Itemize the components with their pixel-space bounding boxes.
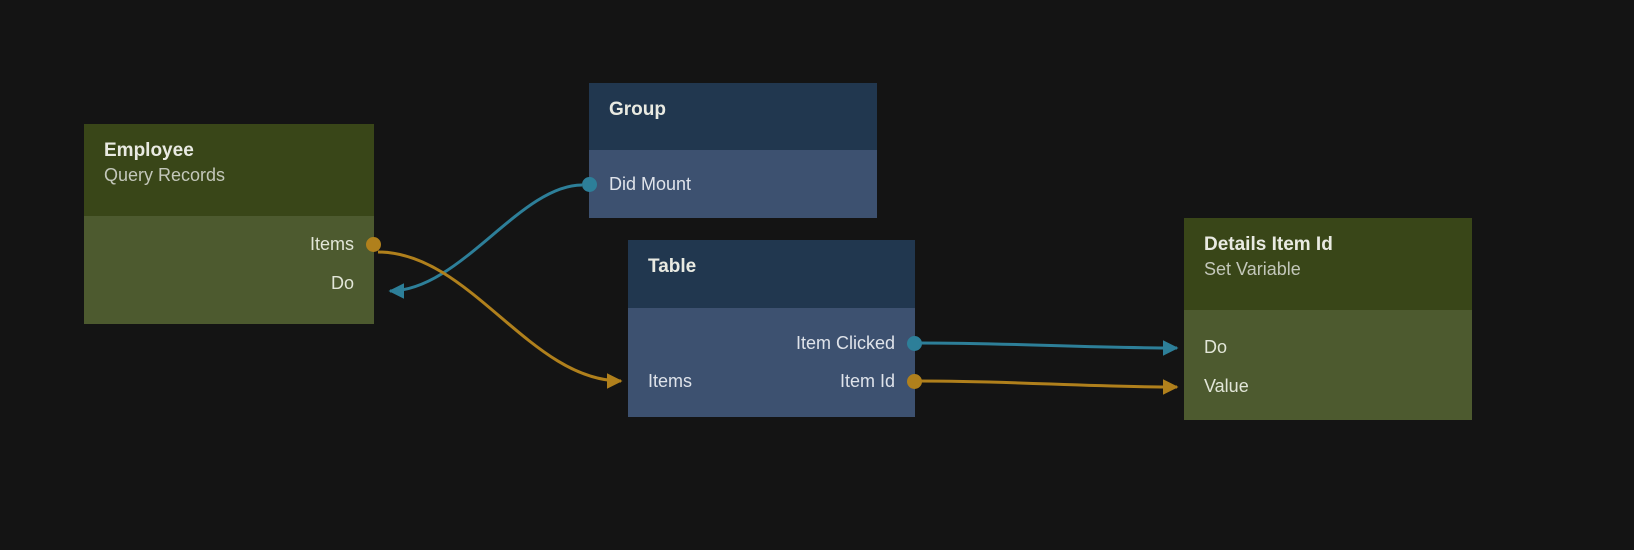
node-employee-subtitle: Query Records [104, 165, 226, 185]
port-label-employee-do: Do [330, 273, 354, 293]
port-dot-table-item-id-output[interactable] [907, 374, 922, 389]
port-label-details-do: Do [1204, 337, 1228, 357]
port-label-group-did-mount: Did Mount [609, 174, 692, 194]
node-details-item-id-title: Details Item Id [1204, 234, 1333, 255]
port-dot-table-item-clicked-output[interactable] [907, 336, 922, 351]
node-group-header: Group [589, 83, 877, 150]
port-row-group-did-mount[interactable]: Did Mount [582, 171, 877, 197]
node-group[interactable]: Group Did Mount [582, 83, 877, 218]
node-table-body: Item Clicked Items Item Id [628, 308, 922, 417]
node-details-item-id-header: Details Item Id Set Variable [1184, 218, 1472, 310]
port-label-table-items: Items [648, 371, 693, 391]
port-label-table-item-id: Item Id [839, 371, 895, 391]
node-table-title: Table [648, 256, 697, 277]
wire-table-itemid-to-details-value [917, 379, 1179, 395]
port-row-details-value[interactable]: Value [1184, 373, 1472, 399]
port-row-employee-do[interactable]: Do [84, 270, 374, 296]
port-label-details-value: Value [1204, 376, 1249, 396]
node-group-body: Did Mount [582, 150, 877, 218]
port-row-table-item-clicked[interactable]: Item Clicked [628, 330, 922, 356]
node-table-header: Table [628, 240, 915, 308]
port-label-employee-items: Items [309, 234, 354, 254]
wire-group-didmount-to-employee-do [388, 183, 583, 299]
node-details-item-id-subtitle: Set Variable [1204, 259, 1301, 279]
port-row-employee-items[interactable]: Items [84, 231, 381, 257]
port-row-details-do[interactable]: Do [1184, 334, 1472, 360]
node-employee-title: Employee [104, 140, 194, 161]
wire-employee-items-to-table-items [377, 250, 623, 389]
node-group-title: Group [609, 99, 666, 120]
node-employee-header: Employee Query Records [84, 124, 374, 216]
node-details-item-id[interactable]: Details Item Id Set Variable Do Value [1184, 218, 1472, 420]
node-details-item-id-body: Do Value [1184, 310, 1472, 420]
node-employee[interactable]: Employee Query Records Items Do [84, 124, 381, 324]
wire-table-itemclicked-to-details-do [917, 340, 1179, 356]
node-table[interactable]: Table Item Clicked Items Item Id [628, 240, 922, 417]
port-dot-group-did-mount-input[interactable] [582, 177, 597, 192]
port-dot-employee-items-output[interactable] [366, 237, 381, 252]
port-label-table-item-clicked: Item Clicked [795, 333, 895, 353]
port-row-table-items[interactable]: Items Item Id [628, 368, 922, 394]
node-employee-body: Items Do [84, 216, 381, 324]
